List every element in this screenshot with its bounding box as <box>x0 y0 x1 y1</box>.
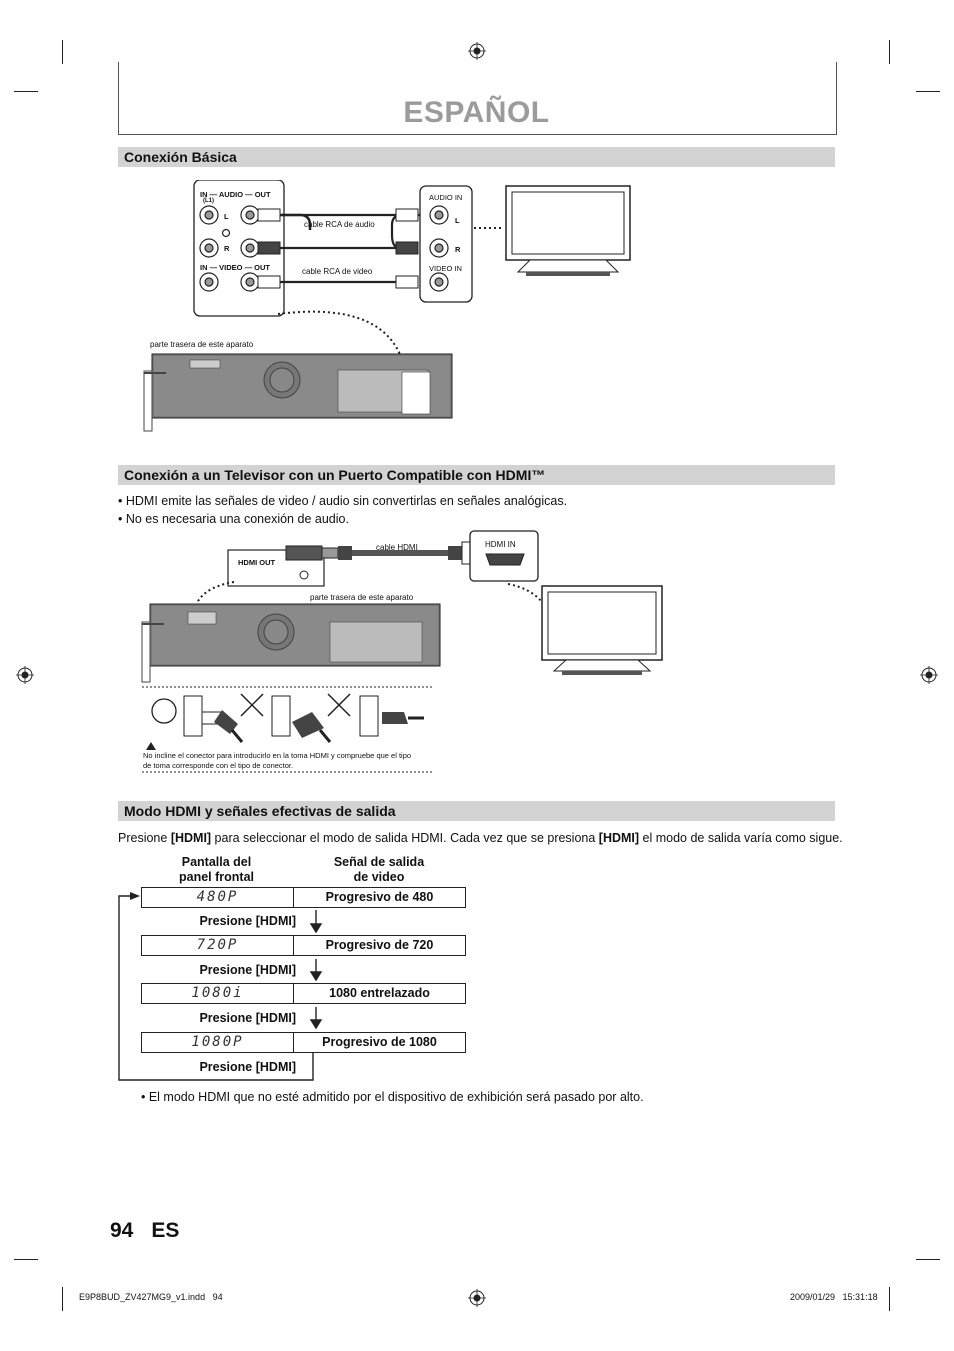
crop-mark <box>62 40 63 64</box>
audio-in-label: AUDIO IN <box>429 193 463 202</box>
cable-hdmi-label: cable HDMI <box>376 543 418 552</box>
signal-1080p: Progresivo de 1080 <box>293 1032 466 1053</box>
intro-text: para seleccionar el modo de salida HDMI.… <box>211 831 599 845</box>
header-frame <box>118 62 837 135</box>
in-video-out-label: IN — VIDEO — OUT <box>200 263 271 272</box>
page-number-value: 94 <box>110 1219 134 1242</box>
signal-1080i: 1080 entrelazado <box>293 983 466 1004</box>
press-hdmi-label: Presione [HDMI] <box>199 914 296 928</box>
tv-right-label: R <box>455 245 461 254</box>
section-title-hdmi: Conexión a un Televisor con un Puerto Co… <box>118 465 835 485</box>
registration-mark-icon <box>920 666 938 684</box>
hdmi-rear-panel-label: parte trasera de este aparato <box>310 593 414 602</box>
right-label: R <box>224 244 230 253</box>
flow-arrows <box>118 892 323 1081</box>
cable-audio-label: cable RCA de audio <box>304 220 375 229</box>
hdmi-mode-note: • El modo HDMI que no esté admitido por … <box>141 1090 644 1104</box>
intro-text: Presione <box>118 831 171 845</box>
basic-connection-diagram <box>143 180 631 432</box>
page-language: ES <box>151 1219 180 1242</box>
signal-480p: Progresivo de 480 <box>293 887 466 908</box>
footer-date: 2009/01/29 15:31:18 <box>790 1292 878 1302</box>
press-hdmi-label: Presione [HDMI] <box>199 1060 296 1074</box>
l1-label: (L1) <box>203 198 214 204</box>
intro-key: [HDMI] <box>170 831 212 845</box>
video-in-label: VIDEO IN <box>429 264 462 273</box>
header-line: de video <box>353 870 405 884</box>
hdmi-bullet: • No es necesaria una conexión de audio. <box>118 512 349 526</box>
left-label: L <box>224 212 229 221</box>
in-audio-out-label: IN — AUDIO — OUT <box>200 190 271 199</box>
crop-mark <box>62 1287 63 1311</box>
hdmi-connection-diagram <box>141 530 663 683</box>
hdmi-bullet: • HDMI emite las señales de video / audi… <box>118 494 568 508</box>
footer-file: E9P8BUD_ZV427MG9_v1.indd 94 <box>79 1292 223 1302</box>
section-title-hdmi-mode: Modo HDMI y señales efectivas de salida <box>118 801 835 821</box>
registration-mark-icon <box>468 42 486 60</box>
hdmi-in-label: HDMI IN <box>485 540 516 549</box>
intro-text: el modo de salida varía como sigue. <box>639 831 843 845</box>
signal-720p: Progresivo de 720 <box>293 935 466 956</box>
crop-mark <box>14 1259 38 1260</box>
section-title-basic: Conexión Básica <box>118 147 835 167</box>
hdmi-mode-intro: Presione [HDMI] para seleccionar el modo… <box>118 831 843 845</box>
connector-insertion-diagram <box>142 686 434 773</box>
crop-mark <box>889 40 890 64</box>
tv-left-label: L <box>455 216 460 225</box>
crop-mark <box>916 91 940 92</box>
header-line: Pantalla del <box>181 855 252 869</box>
crop-mark <box>14 91 38 92</box>
intro-key: [HDMI] <box>598 831 640 845</box>
page-number: 94 ES <box>110 1219 179 1243</box>
column-header-signal: Señal de salida de video <box>300 855 458 885</box>
header-line: Señal de salida <box>333 855 425 869</box>
registration-mark-icon <box>16 666 34 684</box>
cable-video-label: cable RCA de video <box>302 267 373 276</box>
hdmi-out-label: HDMI OUT <box>238 558 276 567</box>
press-hdmi-label: Presione [HDMI] <box>199 1011 296 1025</box>
registration-mark-icon <box>468 1289 486 1307</box>
crop-mark <box>916 1259 940 1260</box>
page-title: ESPAÑOL <box>403 96 550 129</box>
warning-line-1: No incline el conector para introducirlo… <box>143 751 412 760</box>
rear-panel-label: parte trasera de este aparato <box>150 340 254 349</box>
column-header-display: Pantalla del panel frontal <box>150 855 283 885</box>
crop-mark <box>889 1287 890 1311</box>
header-line: panel frontal <box>178 870 254 884</box>
press-hdmi-label: Presione [HDMI] <box>199 963 296 977</box>
warning-line-2: de toma corresponde con el tipo de conec… <box>143 761 294 770</box>
